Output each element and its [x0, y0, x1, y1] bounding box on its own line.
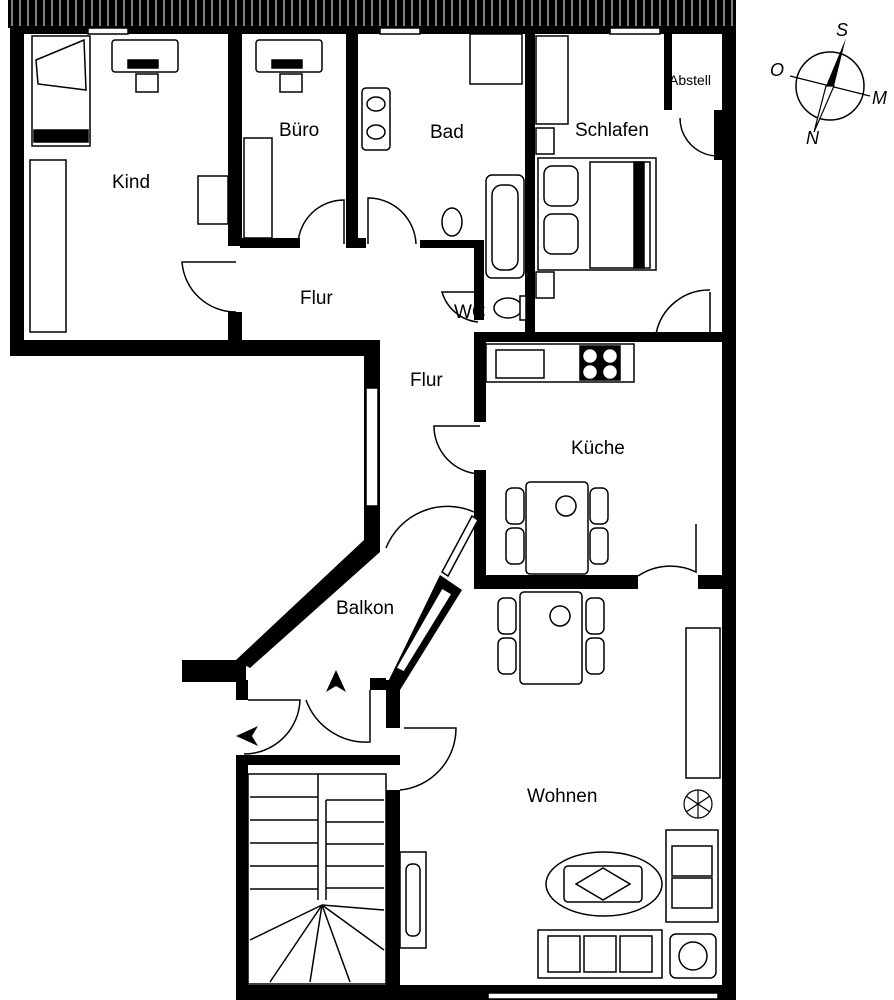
room-label-schlafen: Schlafen [575, 120, 649, 141]
schlafen-bed [535, 127, 657, 299]
room-label-wc: WC [454, 302, 486, 323]
compass-north: N [806, 128, 820, 148]
kind-wardrobe [29, 159, 67, 333]
room-label-flur-mid: Flur [410, 370, 443, 391]
kind-bed [31, 35, 91, 147]
room-label-wohnen: Wohnen [527, 786, 597, 807]
wohnen-coffee-table [545, 851, 663, 917]
balkon-window [394, 586, 454, 673]
balkon-door [441, 514, 479, 578]
room-label-buero: Büro [279, 120, 319, 141]
entrance-arrow-up [326, 670, 346, 692]
compass-south: S [836, 20, 848, 40]
wc-toilet [493, 295, 527, 321]
compass: S O M N [770, 20, 887, 148]
buero-shelf [243, 137, 273, 239]
wohnen-sofa-side [665, 829, 719, 923]
compass-west: O [770, 60, 784, 80]
kind-shelf [197, 175, 229, 225]
wohnen-sideboard [685, 627, 721, 779]
wohnen-plant [683, 789, 713, 819]
room-label-kueche: Küche [571, 438, 625, 459]
staircase [247, 773, 387, 985]
buero-desk [255, 39, 323, 93]
entrance-arrow-left [236, 726, 258, 746]
inner-walls [228, 26, 728, 990]
windows [87, 27, 719, 1000]
wohnen-table [497, 591, 605, 685]
kind-desk [111, 39, 179, 93]
room-label-balkon: Balkon [336, 598, 394, 619]
room-label-flur-top: Flur [300, 288, 333, 309]
wohnen-sofa [537, 929, 663, 979]
wohnen-armchair [669, 933, 717, 979]
roof-hatching [8, 0, 736, 28]
kitchen-counter [485, 343, 635, 383]
kueche-table [505, 481, 609, 575]
bad-fixtures [361, 33, 525, 279]
room-label-abstell: Abstell [669, 72, 711, 88]
schlafen-wardrobe [535, 35, 569, 125]
compass-east: M [872, 88, 887, 108]
room-label-kind: Kind [112, 172, 150, 193]
balkon-wall-left [236, 540, 380, 668]
room-label-bad: Bad [430, 122, 464, 143]
wohnen-tv [399, 851, 427, 949]
doors [181, 117, 719, 791]
